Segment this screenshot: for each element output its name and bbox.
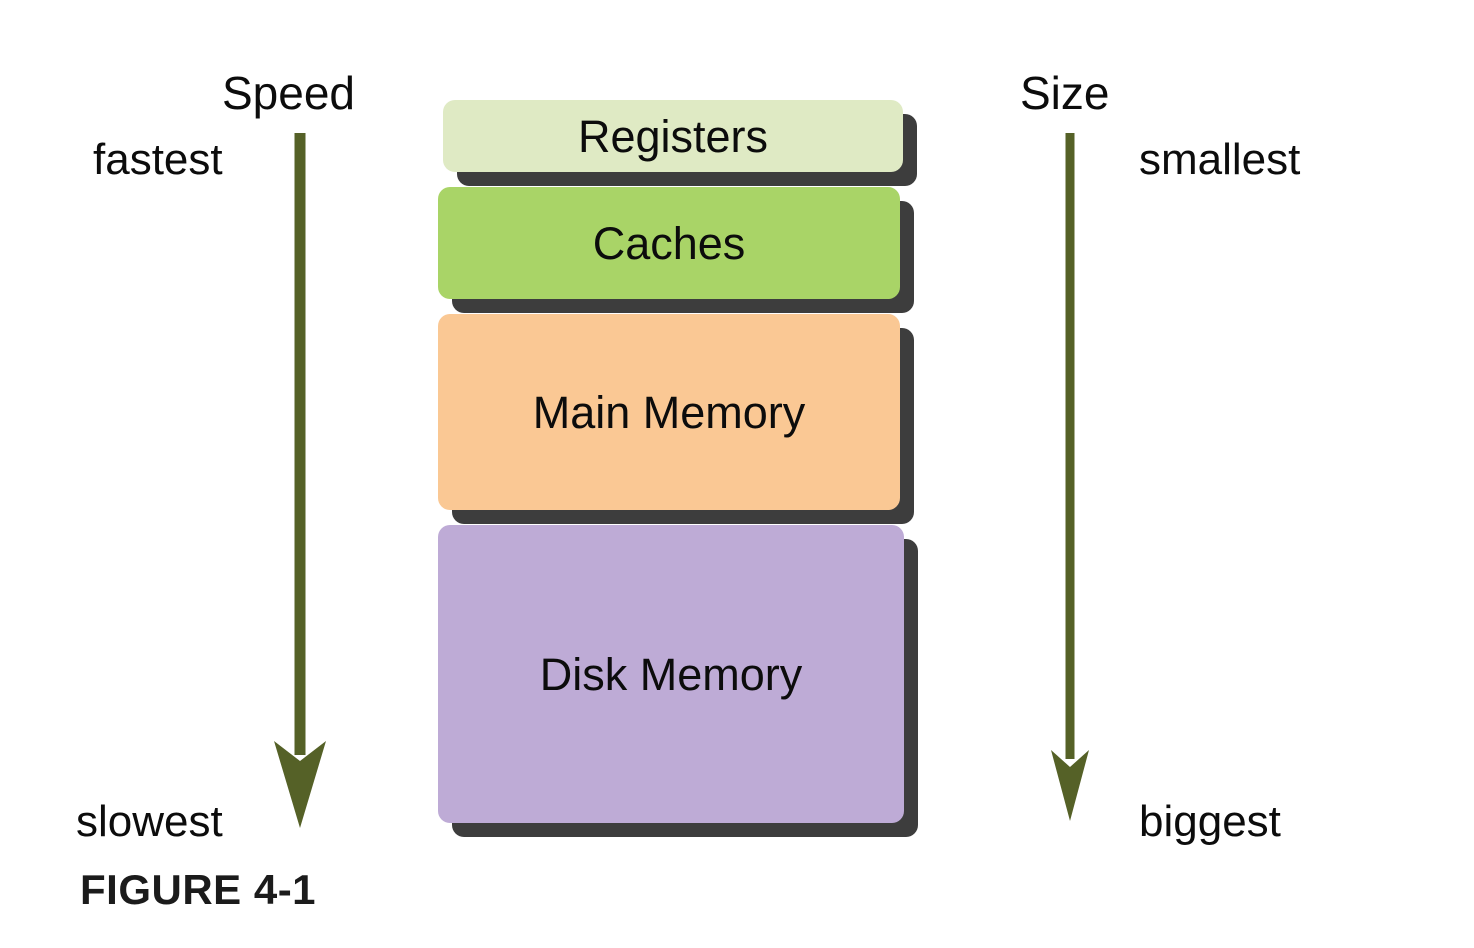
speed-axis-title: Speed [222, 67, 356, 119]
speed-axis-bottom-label: slowest [76, 797, 223, 846]
size-axis-top-label: smallest [1139, 135, 1301, 184]
memory-tier-label: Disk Memory [539, 648, 803, 700]
memory-tier-disk-memory[interactable]: Disk Memory [438, 525, 918, 837]
memory-tier-caches[interactable]: Caches [438, 187, 914, 313]
memory-tier-label: Registers [577, 110, 769, 162]
tier-body: Main Memory [438, 314, 900, 510]
memory-tier-main-memory[interactable]: Main Memory [438, 314, 914, 524]
tier-body: Disk Memory [438, 525, 904, 823]
memory-tier-registers[interactable]: Registers [443, 100, 917, 186]
tier-body: Caches [438, 187, 900, 299]
speed-axis-top-label: fastest [93, 135, 223, 184]
tier-body: Registers [443, 100, 903, 172]
memory-tier-label: Caches [592, 217, 746, 269]
arrow-down-icon [274, 133, 326, 828]
arrow-down-icon [1051, 133, 1089, 821]
size-axis-bottom-label: biggest [1139, 797, 1281, 846]
size-axis-title: Size [1020, 67, 1110, 119]
memory-tier-label: Main Memory [532, 386, 806, 438]
figure-caption: FIGURE 4-1 [80, 866, 317, 913]
